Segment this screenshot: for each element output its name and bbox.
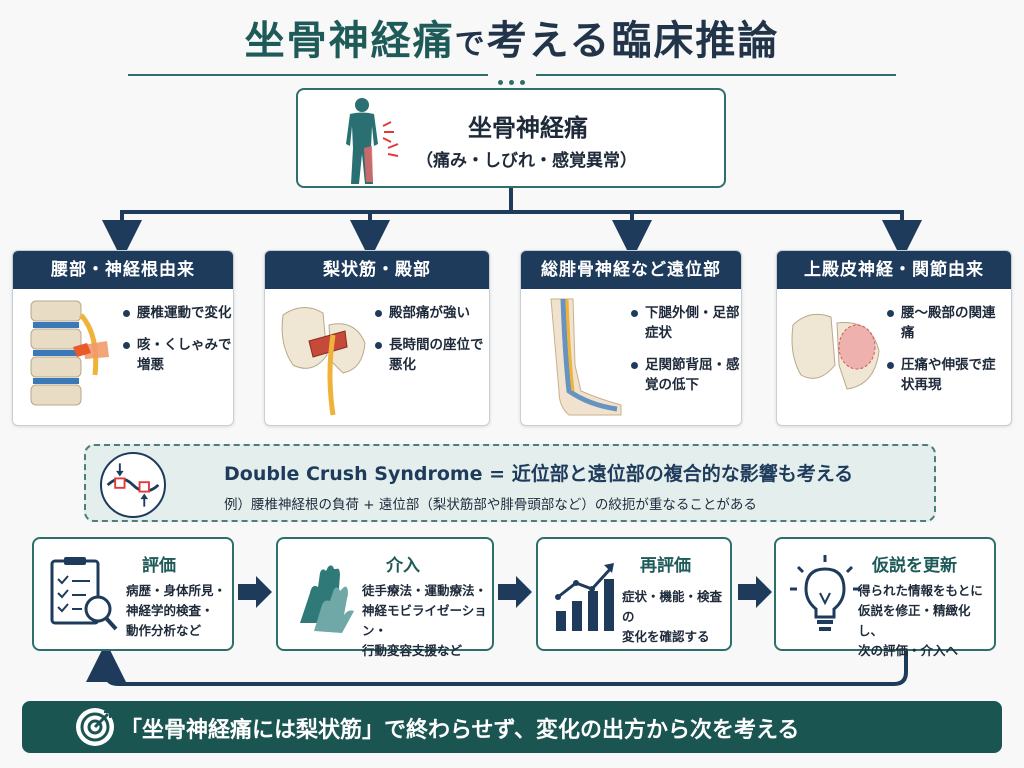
title-part1: 坐骨神経痛	[244, 18, 455, 64]
root-subtitle: （痛み・しびれ・感覚異常）	[416, 151, 637, 171]
step-line: 神経モビライゼーション・	[362, 603, 487, 638]
step-line: 神経学的検査・	[126, 603, 214, 618]
title-rule-left	[128, 74, 488, 76]
cause-card-piriformis: 梨状筋・殿部 殿部痛が強い 長時間の座位で悪化	[264, 250, 490, 426]
hands-icon	[300, 565, 354, 633]
step-update-hypothesis: 仮説を更新 得られた情報をもとに 仮説を修正・精緻化し、 次の評価・介入へ	[774, 537, 996, 658]
step-title: 仮説を更新	[872, 556, 957, 576]
lightbulb-icon	[790, 555, 860, 631]
cause-heading: 総腓骨神経など遠位部	[521, 251, 741, 289]
cause-bullet: 腰〜殿部の関連痛	[885, 303, 997, 343]
title-dots	[495, 70, 529, 85]
double-crush-title: Double Crush Syndrome = 近位部と遠位部の複合的な影響も考…	[224, 463, 854, 485]
footer-text: 「坐骨神経痛には梨状筋」で終わらせず、変化の出方から次を考える	[120, 718, 800, 743]
cause-bullet: 長時間の座位で悪化	[373, 335, 485, 375]
double-crush-panel: Double Crush Syndrome = 近位部と遠位部の複合的な影響も考…	[84, 444, 936, 522]
title-part2: で	[454, 27, 487, 62]
footer-banner: 「坐骨神経痛には梨状筋」で終わらせず、変化の出方から次を考える	[22, 701, 1002, 753]
cause-bullet: 咳・くしゃみで増悪	[121, 335, 233, 375]
cause-bullet: 圧痛や伸張で症状再現	[885, 355, 997, 395]
body-figure-icon	[346, 98, 399, 184]
double-crush-example: 例）腰椎神経根の負荷 + 遠位部（梨状筋部や腓骨頭部など）の絞扼が重なることがあ…	[224, 497, 757, 513]
cause-bullet: 殿部痛が強い	[373, 303, 485, 323]
title-rule-right	[536, 74, 896, 76]
step-title: 再評価	[640, 556, 691, 576]
bar-chart-icon	[555, 563, 614, 631]
step-title: 評価	[142, 556, 176, 576]
step-line: 得られた情報をもとに	[858, 583, 983, 598]
clipboard-magnifier-icon	[50, 557, 118, 631]
lower-leg-icon	[550, 298, 622, 416]
root-box: 坐骨神経痛 （痛み・しびれ・感覚異常）	[296, 88, 726, 188]
step-text: 症状・機能・検査の 変化を確認する	[622, 587, 730, 647]
cause-bullet: 下腿外側・足部症状	[629, 303, 741, 343]
cause-heading: 腰部・神経根由来	[13, 251, 233, 289]
root-title: 坐骨神経痛	[468, 114, 588, 142]
step-line: 次の評価・介入へ	[858, 643, 959, 658]
spine-icon	[30, 300, 109, 406]
step-line: 変化を確認する	[622, 629, 710, 644]
page-title: 坐骨神経痛で考える臨床推論	[0, 8, 1024, 66]
target-icon	[76, 708, 114, 746]
step-intervention: 介入 徒手療法・運動療法・ 神経モビライゼーション・ 行動変容支援など	[276, 537, 494, 658]
cause-bullet: 腰椎運動で変化	[121, 303, 233, 323]
step-reassessment: 再評価 症状・機能・検査の 変化を確認する	[536, 537, 732, 651]
step-line: 行動変容支援など	[362, 643, 463, 658]
step-title: 介入	[386, 556, 420, 576]
cause-heading: 上殿皮神経・関節由来	[777, 251, 1011, 289]
cause-bullet: 足関節背屈・感覚の低下	[629, 355, 741, 395]
step-line: 症状・機能・検査の	[622, 589, 723, 624]
cause-card-cluneal: 上殿皮神経・関節由来 腰〜殿部の関連痛 圧痛や伸張で症状再現	[776, 250, 1012, 426]
title-part3: 考える臨床推論	[486, 18, 780, 64]
double-crush-icon	[100, 452, 166, 518]
step-line: 病歴・身体所見・	[126, 583, 227, 598]
hip-joint-icon	[791, 313, 880, 390]
cause-heading: 梨状筋・殿部	[265, 251, 489, 289]
step-text: 病歴・身体所見・ 神経学的検査・ 動作分析など	[126, 581, 226, 641]
step-line: 仮説を修正・精緻化し、	[858, 603, 971, 638]
step-text: 得られた情報をもとに 仮説を修正・精緻化し、 次の評価・介入へ	[858, 581, 994, 661]
step-assessment: 評価 病歴・身体所見・ 神経学的検査・ 動作分析など	[32, 537, 234, 651]
step-line: 動作分析など	[126, 623, 202, 638]
cause-card-lumbar: 腰部・神経根由来 腰椎運動で変化 咳・くしゃみで増悪	[12, 250, 234, 426]
pelvis-icon	[281, 307, 366, 416]
step-text: 徒手療法・運動療法・ 神経モビライゼーション・ 行動変容支援など	[362, 581, 492, 661]
cause-card-distal: 総腓骨神経など遠位部 下腿外側・足部症状 足関節背屈・感覚の低下	[520, 250, 742, 426]
step-line: 徒手療法・運動療法・	[362, 583, 488, 598]
